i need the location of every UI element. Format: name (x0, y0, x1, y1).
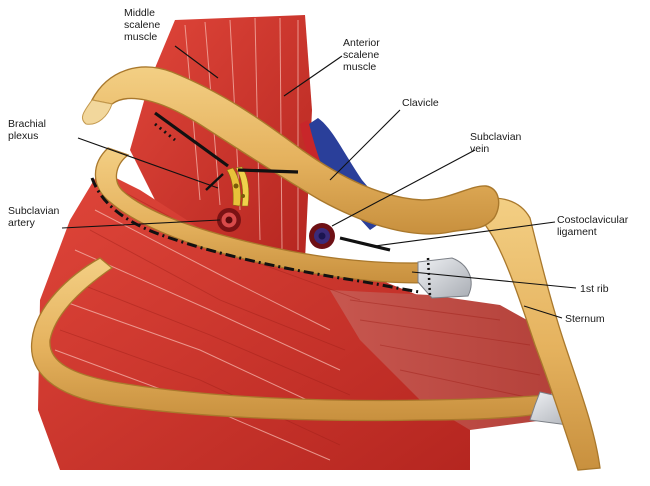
boundary-markers (90, 111, 432, 297)
label-first-rib: 1st rib (580, 283, 609, 295)
vessel-red-strip (300, 120, 342, 205)
label-subclavian-vein: Subclavian vein (470, 131, 524, 155)
label-subclavian-artery: Subclavian artery (8, 205, 62, 229)
label-anterior-scalene-muscle: Anterior scalene muscle (343, 37, 383, 73)
label-clavicle: Clavicle (402, 97, 439, 109)
first-rib-cartilage (417, 257, 472, 299)
label-costoclavicular-ligament: Costoclavicular ligament (557, 214, 631, 238)
label-middle-scalene-muscle: Middle scalene muscle (124, 7, 163, 43)
clavicle-bone (90, 66, 500, 235)
label-sternum: Sternum (565, 313, 605, 325)
subclavian-vein-section (309, 223, 335, 249)
intercostal-muscle (330, 290, 555, 430)
clavicle-lateral-end (82, 99, 113, 125)
sternum-bone (476, 197, 601, 471)
leader-lines (61, 45, 577, 319)
brachial-plexus-nerves (226, 166, 250, 207)
label-brachial-plexus: Brachial plexus (8, 118, 49, 142)
subclavian-artery-section (217, 208, 241, 232)
